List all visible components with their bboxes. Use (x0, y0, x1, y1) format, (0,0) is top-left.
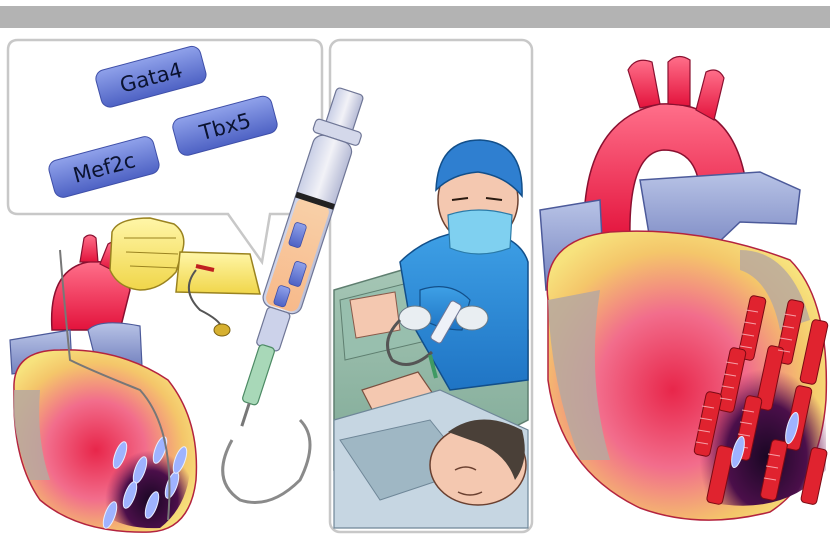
surgery-panel (330, 40, 532, 532)
fist-glove (110, 218, 260, 336)
right-heart (540, 56, 828, 520)
infusion-tube (223, 420, 310, 503)
